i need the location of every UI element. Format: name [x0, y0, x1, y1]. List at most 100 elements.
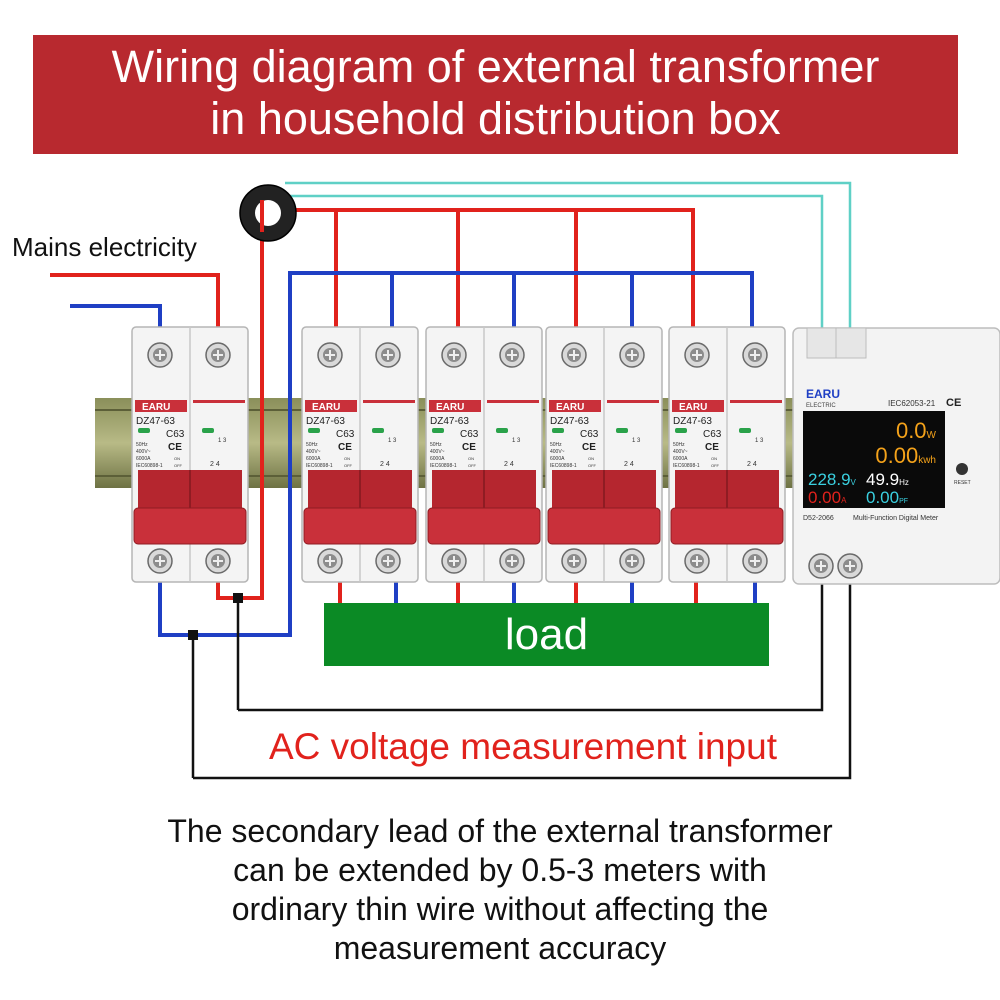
breaker-spec-freq: 50Hz	[550, 442, 562, 448]
ac-measurement-wires	[191, 575, 852, 780]
breaker-indicator	[675, 428, 687, 433]
breaker-on-label: ON	[174, 456, 180, 461]
meter-brand: EARU	[806, 387, 840, 401]
note-line-1: The secondary lead of the external trans…	[167, 813, 833, 849]
breaker-group: EARUDZ47-63C63CE50Hz400V~6000AIEC60898-1…	[131, 326, 786, 583]
breaker-indicator	[308, 428, 320, 433]
breaker-brand-band	[549, 400, 601, 412]
breaker-spec-voltage: 400V~	[430, 449, 445, 455]
breaker-off-label: OFF	[468, 463, 477, 468]
breaker-rating: C63	[460, 429, 479, 440]
neutral-wires	[70, 271, 757, 637]
breaker-terminals-bottom: 2 4	[380, 461, 390, 468]
breaker-model: DZ47-63	[430, 416, 469, 427]
breaker-brand: EARU	[556, 402, 584, 413]
breaker-indicator	[552, 428, 564, 433]
breaker-spec-capacity: 6000A	[550, 456, 565, 462]
breaker-spec-freq: 50Hz	[136, 442, 148, 448]
breaker-off-label: OFF	[174, 463, 183, 468]
breaker-rating: C63	[703, 429, 722, 440]
breaker-spec-freq: 50Hz	[306, 442, 318, 448]
breaker-indicator	[432, 428, 444, 433]
breaker-spec-freq: 50Hz	[430, 442, 442, 448]
breaker-terminals-bottom: 2 4	[624, 461, 634, 468]
breaker-indicator	[138, 428, 150, 433]
energy-meter: EARU ELECTRIC IEC62053-21 CE 0.0W 0.00kw…	[792, 327, 1000, 585]
breaker-terminals-top: 1 3	[632, 438, 641, 444]
breaker-terminals-bottom: 2 4	[210, 461, 220, 468]
breaker-spec-standard: IEC60898-1	[673, 463, 700, 469]
title-banner: Wiring diagram of external transformer i…	[33, 35, 958, 154]
breaker-ce-mark: CE	[705, 442, 719, 453]
breaker-brand: EARU	[679, 402, 707, 413]
title-line-2: in household distribution box	[210, 93, 781, 144]
circuit-breaker: EARUDZ47-63C63CE50Hz400V~6000AIEC60898-1…	[131, 326, 249, 583]
ac-voltage-input-label: AC voltage measurement input	[269, 726, 777, 767]
breaker-spec-voltage: 400V~	[306, 449, 321, 455]
breaker-spec-standard: IEC60898-1	[136, 463, 163, 469]
circuit-breaker: EARUDZ47-63C63CE50Hz400V~6000AIEC60898-1…	[301, 326, 419, 583]
breaker-on-label: ON	[468, 456, 474, 461]
breaker-spec-freq: 50Hz	[673, 442, 685, 448]
breaker-ce-mark: CE	[168, 442, 182, 453]
breaker-brand-band	[672, 400, 724, 412]
meter-reset-button[interactable]	[956, 463, 968, 475]
breaker-spec-voltage: 400V~	[550, 449, 565, 455]
meter-brand-sub: ELECTRIC	[806, 403, 836, 409]
meter-display	[803, 411, 945, 508]
breaker-terminals-top: 1 3	[388, 438, 397, 444]
mains-electricity-label: Mains electricity	[12, 232, 197, 262]
breaker-spec-standard: IEC60898-1	[430, 463, 457, 469]
breaker-brand: EARU	[436, 402, 464, 413]
meter-current-value: 0.00A	[808, 488, 847, 507]
breaker-spec-capacity: 6000A	[430, 456, 445, 462]
note-line-4: measurement accuracy	[333, 930, 667, 966]
breaker-rating: C63	[166, 429, 185, 440]
breaker-terminals-bottom: 2 4	[747, 461, 757, 468]
meter-frequency-value: 49.9Hz	[866, 470, 909, 489]
meter-description: Multi-Function Digital Meter	[853, 515, 939, 522]
breaker-ce-mark: CE	[582, 442, 596, 453]
breaker-model: DZ47-63	[306, 416, 345, 427]
meter-pf-value: 0.00PF	[866, 488, 908, 507]
note-text: The secondary lead of the external trans…	[60, 812, 940, 968]
meter-energy-value: 0.00kwh	[875, 443, 936, 468]
breaker-on-label: ON	[711, 456, 717, 461]
breaker-spec-standard: IEC60898-1	[550, 463, 577, 469]
breaker-model: DZ47-63	[673, 416, 712, 427]
breaker-terminals-top: 1 3	[512, 438, 521, 444]
meter-standard: IEC62053-21	[888, 399, 936, 408]
breaker-spec-capacity: 6000A	[136, 456, 151, 462]
breaker-model: DZ47-63	[136, 416, 175, 427]
breaker-spec-capacity: 6000A	[673, 456, 688, 462]
breaker-model: DZ47-63	[550, 416, 589, 427]
breaker-rating: C63	[580, 429, 599, 440]
note-line-3: ordinary thin wire without affecting the	[231, 891, 769, 927]
breaker-spec-voltage: 400V~	[673, 449, 688, 455]
breaker-on-label: ON	[344, 456, 350, 461]
breaker-terminals-bottom: 2 4	[504, 461, 514, 468]
breaker-terminals-top: 1 3	[218, 438, 227, 444]
note-line-2: can be extended by 0.5-3 meters with	[233, 852, 767, 888]
breaker-off-label: OFF	[711, 463, 720, 468]
breaker-on-label: ON	[588, 456, 594, 461]
breaker-ce-mark: CE	[338, 442, 352, 453]
ct-secondary-wires	[285, 181, 852, 330]
breaker-brand: EARU	[312, 402, 340, 413]
meter-ce-mark: CE	[946, 397, 961, 409]
breaker-brand-band	[135, 400, 187, 412]
breaker-off-label: OFF	[588, 463, 597, 468]
breaker-terminals-top: 1 3	[755, 438, 764, 444]
breaker-brand: EARU	[142, 402, 170, 413]
meter-voltage-value: 228.9V	[808, 470, 857, 489]
breaker-brand-band	[305, 400, 357, 412]
current-transformer	[239, 184, 297, 242]
meter-power-value: 0.0W	[896, 418, 937, 443]
breaker-spec-standard: IEC60898-1	[306, 463, 333, 469]
breaker-off-label: OFF	[344, 463, 353, 468]
title-line-1: Wiring diagram of external transformer	[111, 41, 880, 92]
meter-reset-label: RESET	[954, 480, 971, 486]
